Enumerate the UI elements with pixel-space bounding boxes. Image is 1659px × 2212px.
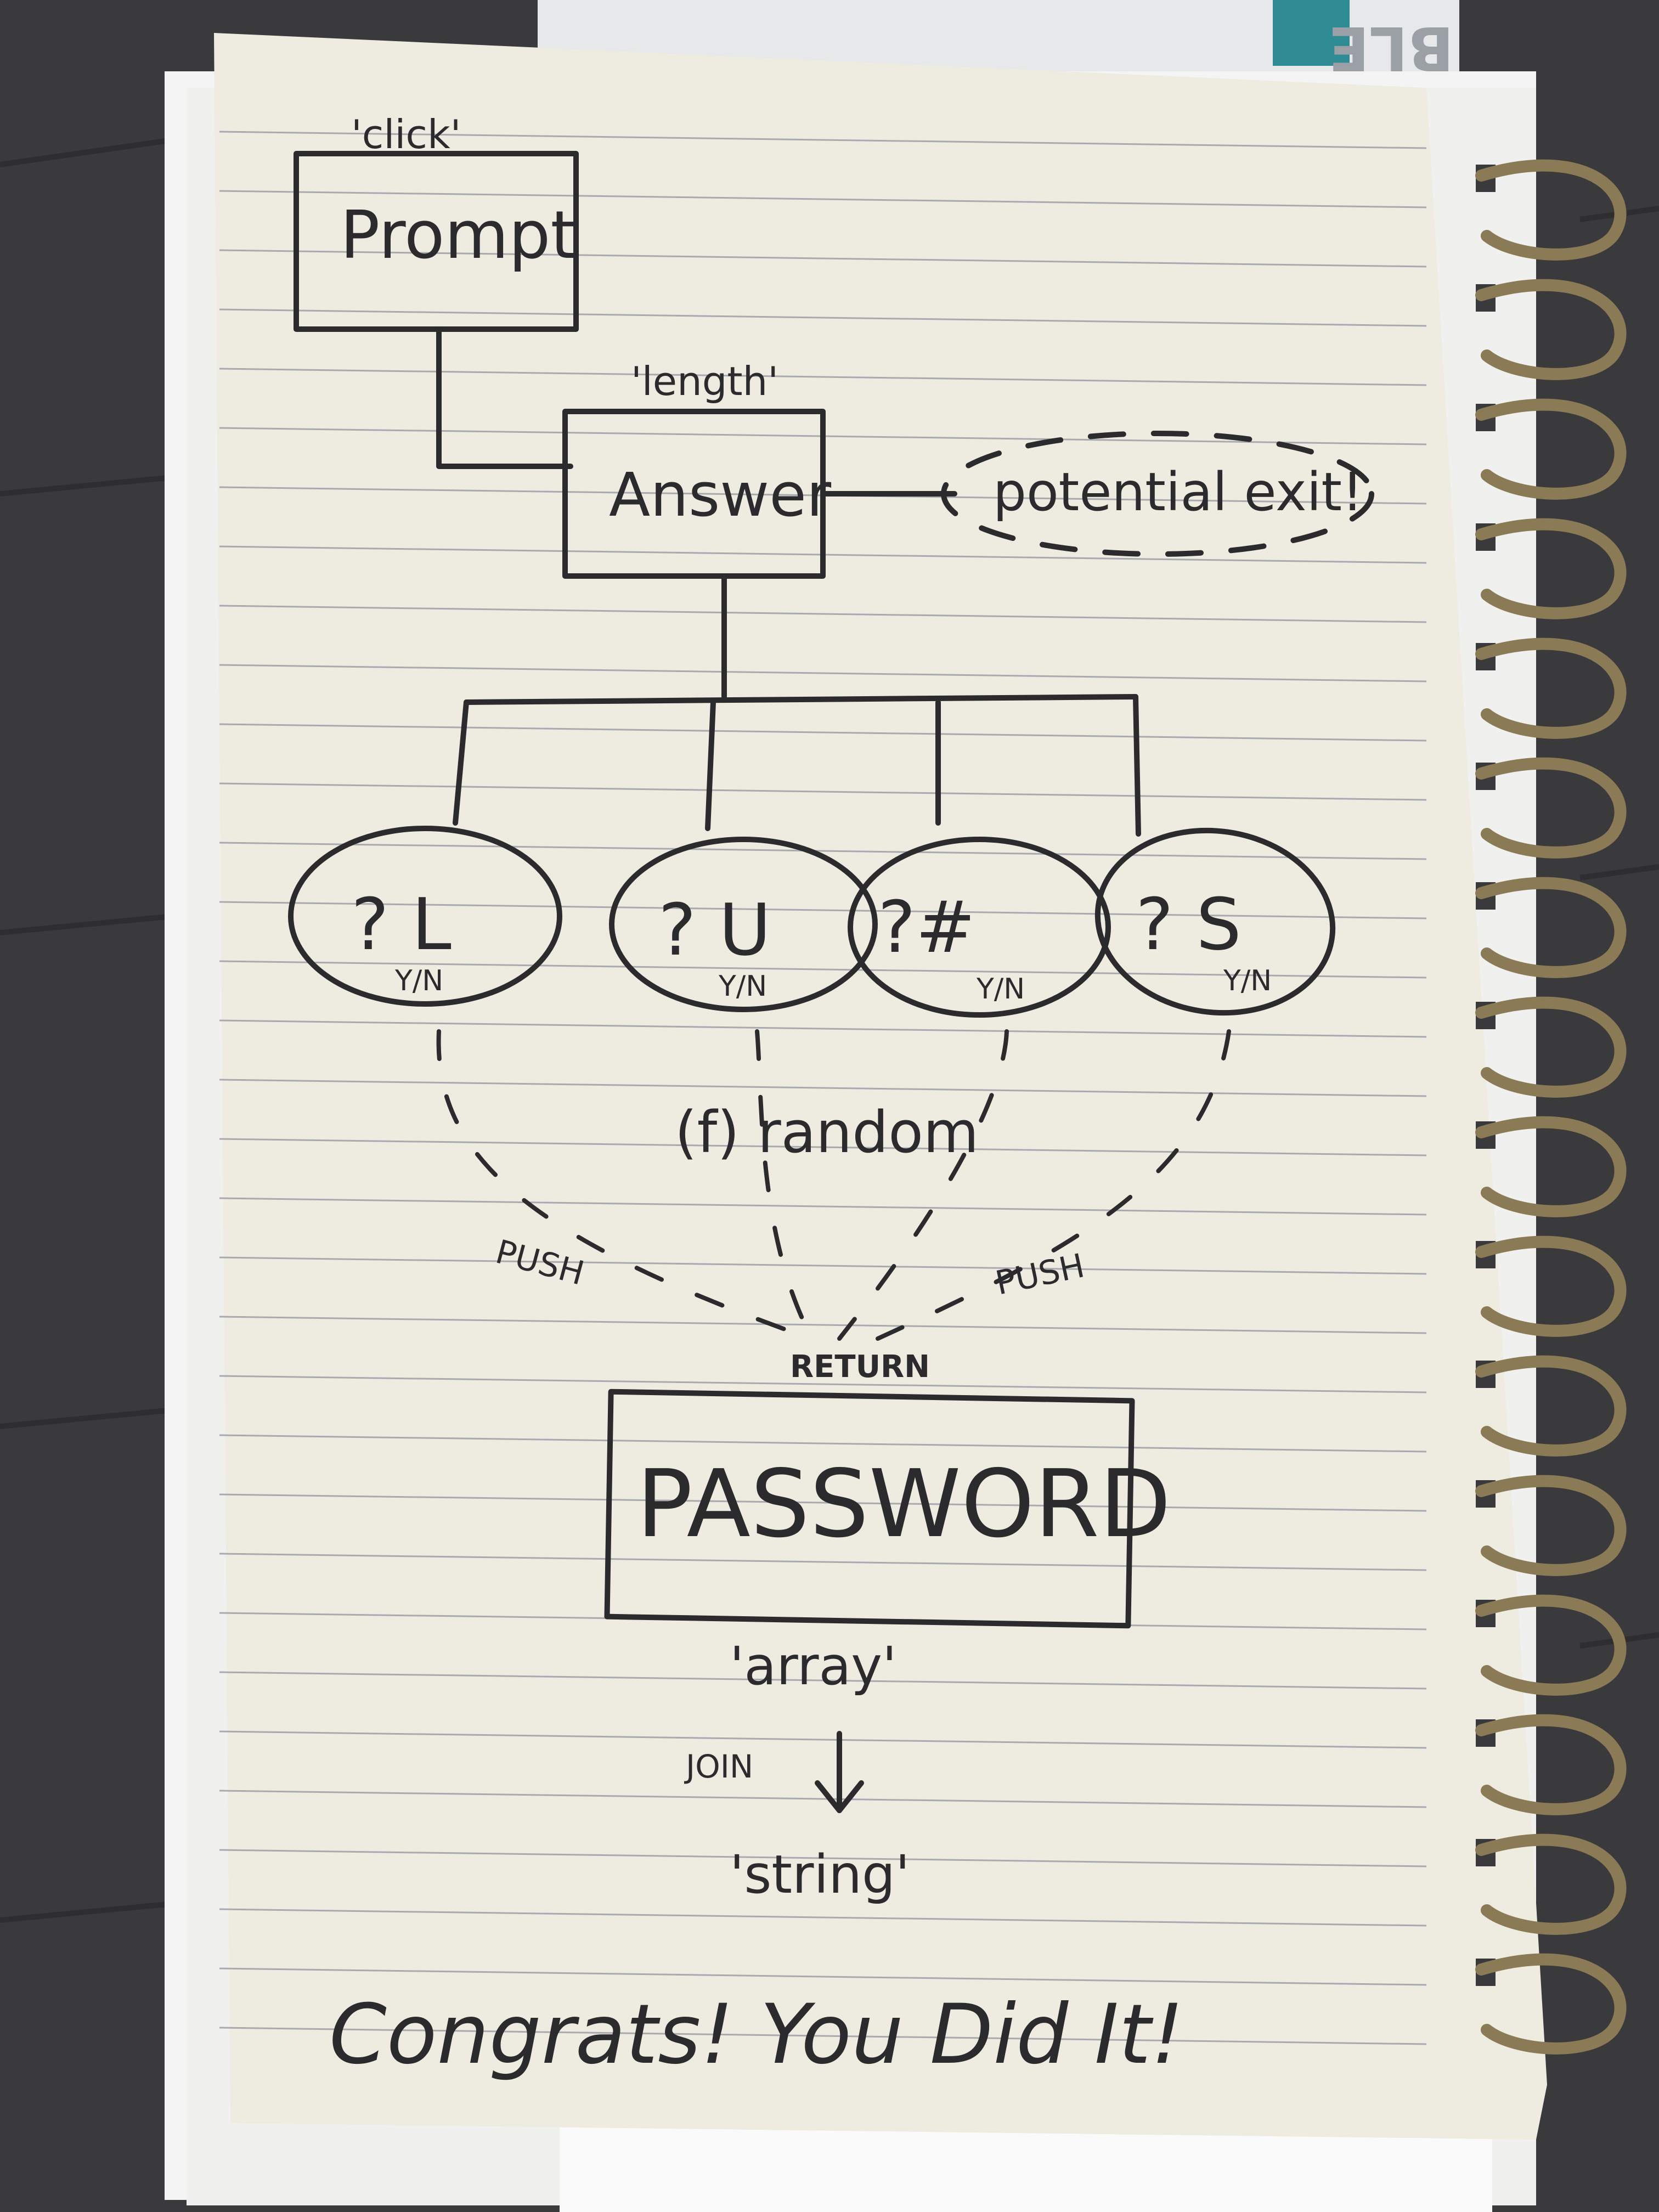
- option-uppercase-ellipse: [609, 837, 878, 1012]
- branch-l: [453, 699, 469, 826]
- spiral-coil: [1475, 1116, 1627, 1217]
- option-number-label: ?#: [878, 885, 975, 969]
- answer-label: Answer: [609, 460, 832, 530]
- branch-s: [1133, 694, 1141, 837]
- rule-line: [219, 1375, 1427, 1393]
- rule-line: [219, 1730, 1427, 1749]
- join-arrow-head: [815, 1780, 864, 1813]
- rule-line: [219, 1671, 1427, 1690]
- password-box: [604, 1389, 1135, 1629]
- spiral-coil: [1475, 518, 1627, 619]
- answer-annotation: 'length': [631, 358, 778, 404]
- notebook-page: [214, 33, 1547, 2140]
- spiral-coil: [1475, 877, 1627, 978]
- option-uppercase-label: ? U: [658, 888, 771, 972]
- rule-line: [219, 1138, 1427, 1156]
- option-uppercase-choice: Y/N: [718, 970, 767, 1003]
- exit-note: potential exit!: [993, 461, 1363, 523]
- desk-wood-grain: [0, 129, 1659, 1923]
- spiral-coil: [1475, 398, 1627, 500]
- branch-bar: [464, 694, 1138, 705]
- congrats-message: Congrats! You Did It!: [329, 1987, 1184, 2083]
- spiral-coil: [1475, 1953, 1627, 2055]
- push-path-special: [876, 1029, 1231, 1341]
- spiral-coil: [1475, 1594, 1627, 1696]
- rule-line: [219, 1019, 1427, 1038]
- prompt-answer-connector: [436, 326, 573, 469]
- rule-line: [219, 131, 1427, 149]
- option-lowercase-ellipse: [288, 826, 562, 1007]
- prompt-label: Prompt: [340, 198, 577, 274]
- rule-line: [219, 1553, 1427, 1571]
- rule-line: [219, 1079, 1427, 1097]
- rule-line: [219, 1493, 1427, 1512]
- rule-line: [219, 1908, 1427, 1927]
- rule-line: [219, 190, 1427, 208]
- spiral-coil: [1475, 757, 1627, 859]
- push-path-number: [837, 1029, 1009, 1341]
- spiral-coil: [1475, 279, 1627, 380]
- rule-line: [219, 842, 1427, 860]
- spiral-coil: [1475, 159, 1627, 261]
- spiral-coil: [1475, 1714, 1627, 1815]
- rule-line: [219, 960, 1427, 979]
- spiral-coil: [1475, 1475, 1627, 1576]
- spiral-coil: [1475, 1833, 1627, 1935]
- option-lowercase-choice: Y/N: [394, 964, 443, 997]
- rule-line: [219, 1316, 1427, 1334]
- prompt-annotation: 'click': [351, 111, 461, 157]
- rule-line: [219, 1256, 1427, 1275]
- rule-line: [219, 664, 1427, 682]
- spiral-binding: [1475, 159, 1627, 2055]
- rule-line: [219, 782, 1427, 801]
- rule-line: [219, 2027, 1427, 2045]
- rule-line: [219, 1434, 1427, 1453]
- join-label: JOIN: [684, 1748, 753, 1785]
- option-number-choice: Y/N: [976, 973, 1025, 1006]
- rule-line: [219, 1849, 1427, 1867]
- spiral-coil: [1475, 1355, 1627, 1457]
- option-special-ellipse: [1094, 827, 1336, 1016]
- rule-line: [219, 1197, 1427, 1216]
- rule-line: [219, 1790, 1427, 1808]
- spiral-coil: [1475, 996, 1627, 1098]
- branch-u: [705, 699, 716, 831]
- rule-line: [219, 605, 1427, 623]
- array-label: 'array': [730, 1635, 897, 1697]
- return-label: RETURN: [790, 1349, 930, 1385]
- rule-line: [219, 249, 1427, 268]
- rule-line: [219, 723, 1427, 742]
- rule-line: [219, 901, 1427, 919]
- option-number-ellipse: [848, 837, 1111, 1018]
- push-path-uppercase: [755, 1029, 814, 1341]
- rule-line: [219, 1967, 1427, 1986]
- option-special-label: ? S: [1136, 883, 1242, 966]
- rule-line: [219, 308, 1427, 327]
- option-special-choice: Y/N: [1223, 964, 1272, 997]
- string-label: 'string': [730, 1844, 910, 1905]
- push-paths: [436, 1029, 1231, 1341]
- ruled-lines: [219, 131, 1427, 2045]
- option-lowercase-label: ? L: [351, 883, 452, 966]
- rule-line: [219, 368, 1427, 386]
- flowchart: 'click' Prompt 'length' Answer potential…: [288, 111, 1374, 2083]
- exit-dashed-outline: [941, 431, 1374, 557]
- random-function-label: (f) random: [675, 1099, 979, 1166]
- spiral-coil: [1475, 1235, 1627, 1337]
- password-label: PASSWORD: [636, 1450, 1171, 1559]
- spiral-coil: [1475, 637, 1627, 739]
- envelope-stripe: [1273, 0, 1350, 66]
